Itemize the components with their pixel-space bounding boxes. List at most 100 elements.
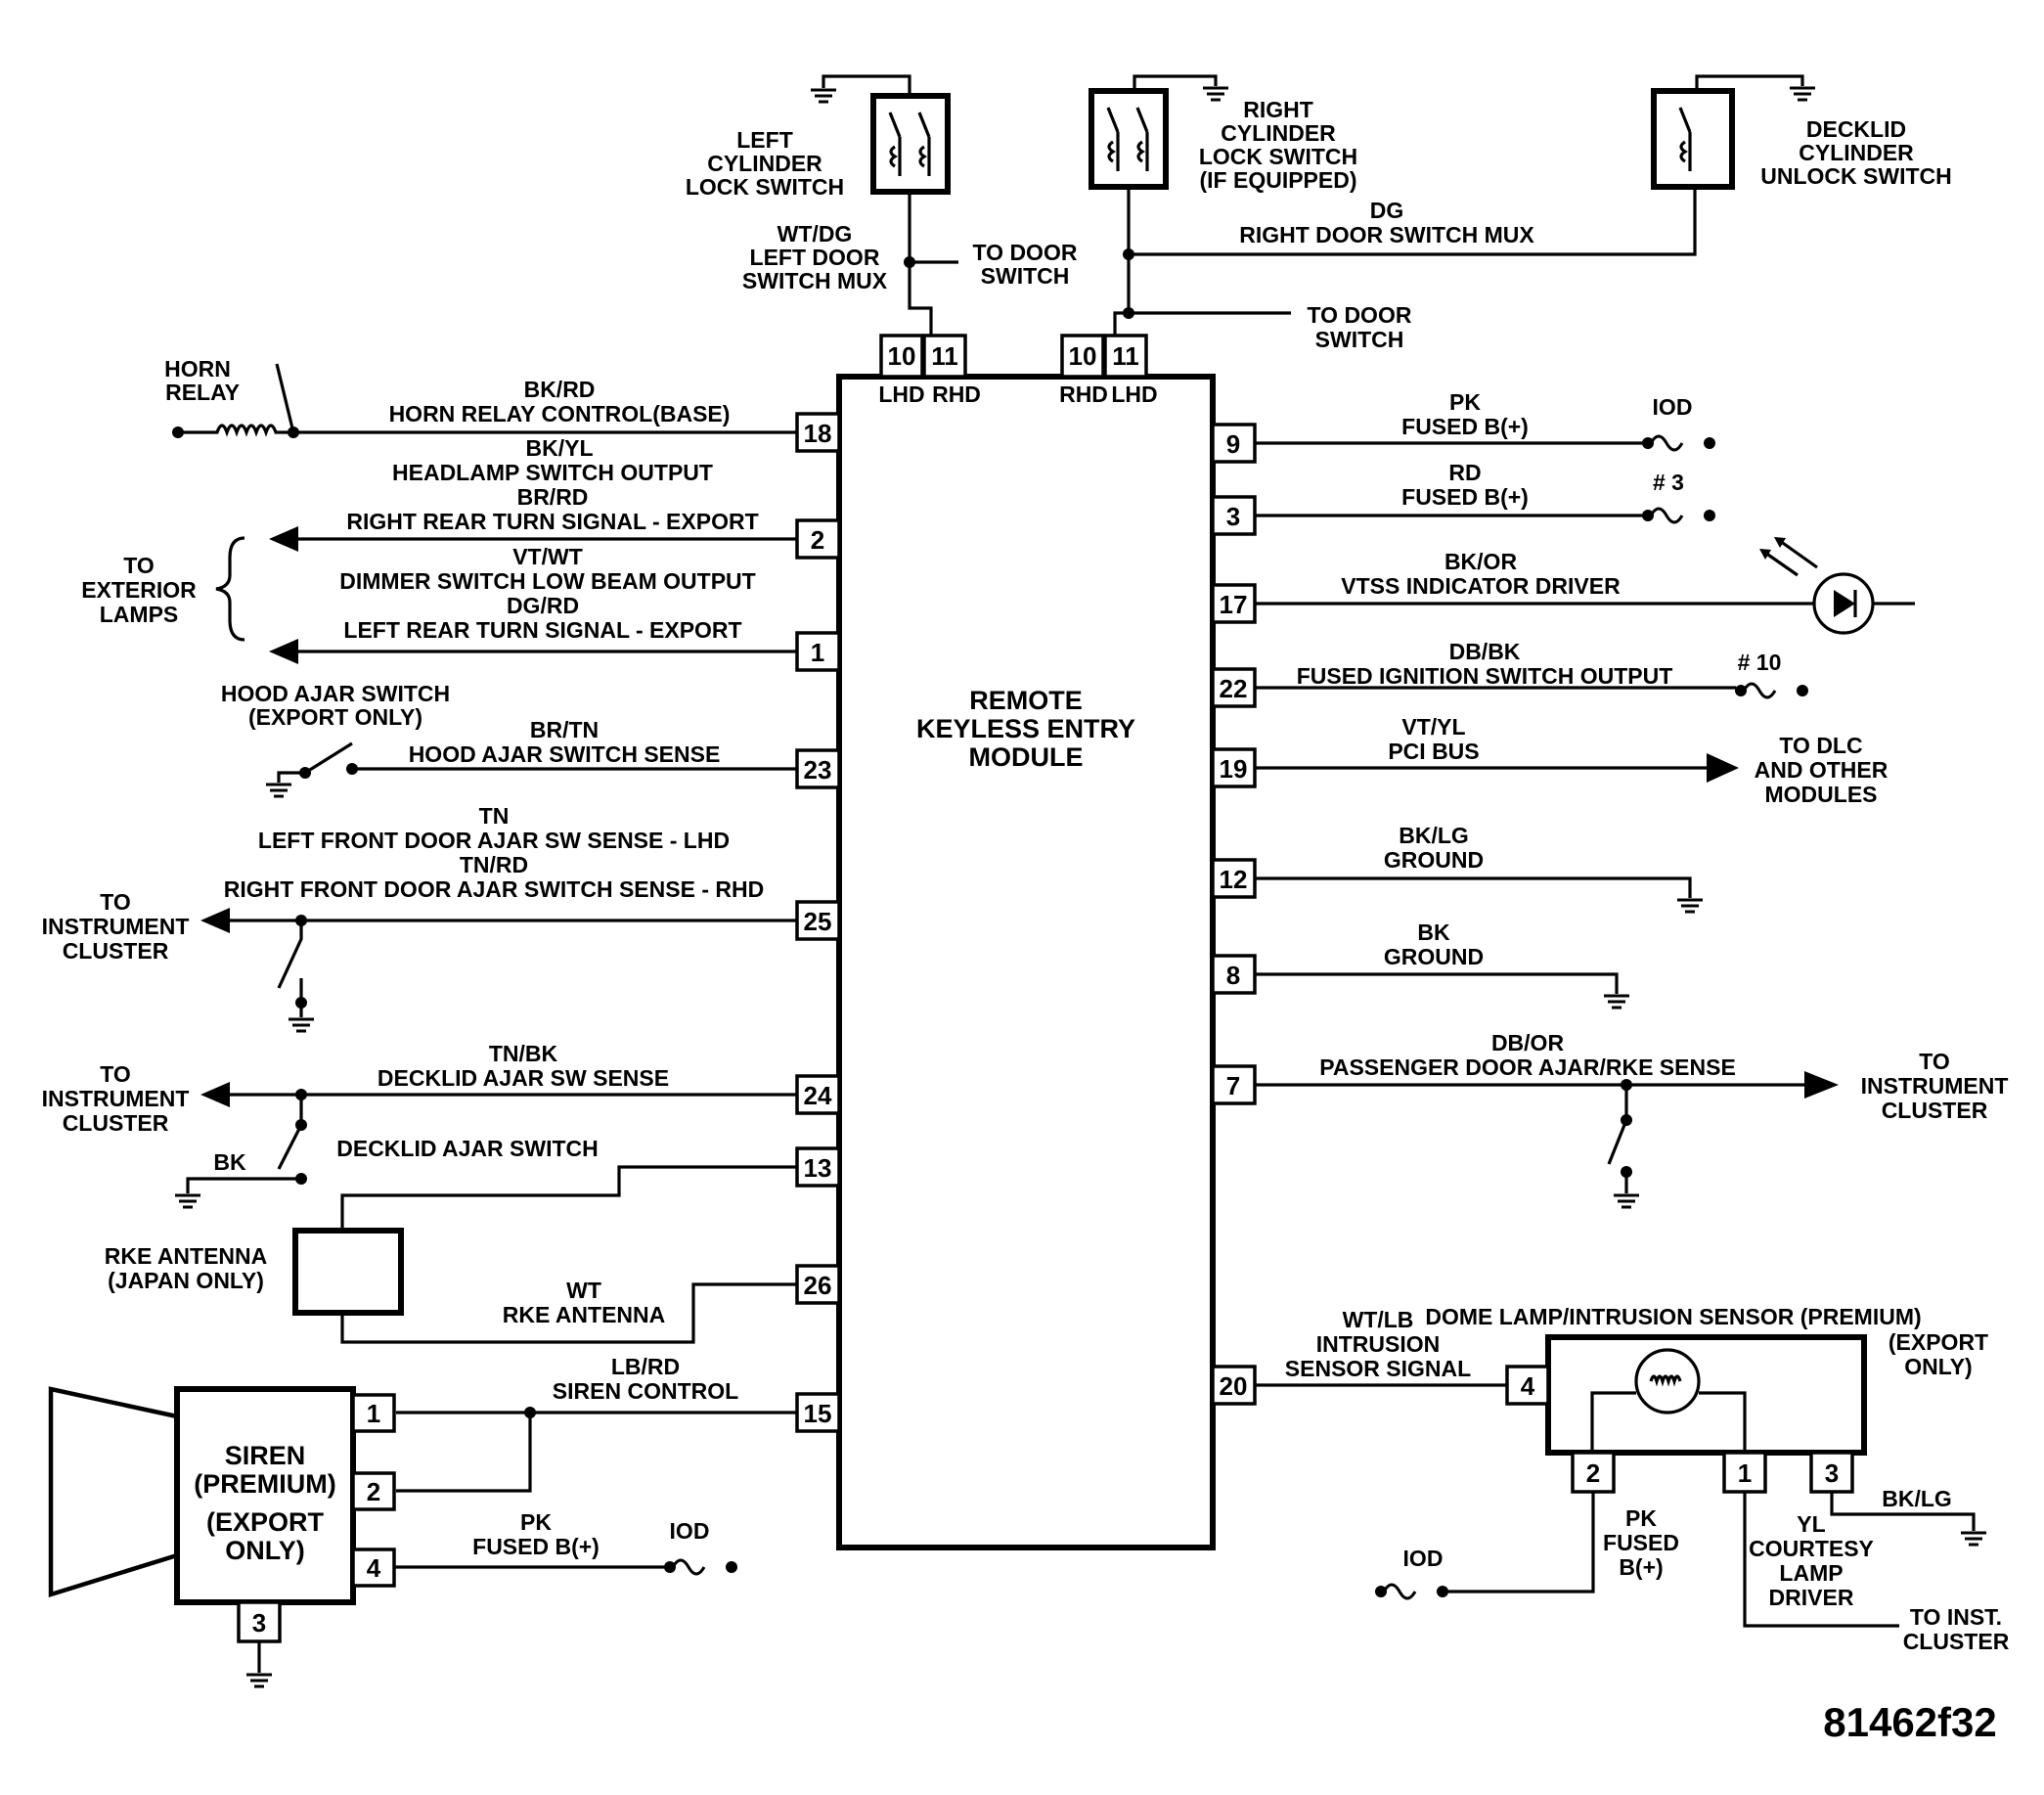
wire-desc: RKE ANTENNA (503, 1302, 666, 1327)
label: DOME LAMP/INTRUSION SENSOR (PREMIUM) (1425, 1304, 1921, 1329)
module-title: MODULE (969, 742, 1084, 772)
label: DECKLID (1806, 116, 1906, 142)
wire-desc: INTRUSION (1316, 1331, 1441, 1357)
pin-number: 19 (1220, 754, 1248, 784)
wire-desc: LAMP (1779, 1560, 1843, 1586)
pin-number: 17 (1220, 590, 1248, 619)
label: CLUSTER (63, 938, 169, 964)
decklid-cylinder-unlock-switch (1651, 74, 1817, 190)
wire-desc: DIMMER SWITCH LOW BEAM OUTPUT (339, 568, 755, 594)
label: (PREMIUM) (194, 1469, 335, 1499)
right-cylinder-lock-switch (1089, 74, 1230, 190)
label: INSTRUMENT (1861, 1073, 2009, 1099)
wire-desc: SIREN CONTROL (553, 1378, 738, 1404)
pin-number: 24 (804, 1081, 832, 1110)
label: TO INST. (1910, 1604, 2002, 1630)
label: CYLINDER (707, 151, 822, 176)
label: TO (100, 889, 131, 915)
label: LEFT DOOR (750, 245, 880, 270)
wire-desc: HEADLAMP SWITCH OUTPUT (392, 460, 713, 485)
wire-color: DB/BK (1449, 639, 1521, 664)
wire-desc: LEFT FRONT DOOR AJAR SW SENSE - LHD (258, 828, 730, 853)
wire-color: TN/RD (460, 852, 528, 877)
vtss-indicator-led (1759, 537, 1875, 635)
wire-desc: FUSED B(+) (1401, 484, 1529, 510)
wire-color: LB/RD (611, 1354, 680, 1379)
wire-desc: SENSOR SIGNAL (1285, 1356, 1471, 1381)
label: BK (213, 1149, 246, 1175)
label: CLUSTER (63, 1110, 169, 1136)
label: TO (123, 553, 155, 578)
connector-right-top: 10 11 RHD LHD (1059, 334, 1158, 407)
module-title: KEYLESS ENTRY (916, 714, 1135, 743)
wire-color: DG/RD (507, 593, 579, 618)
wire-desc: GROUND (1384, 847, 1484, 873)
pin-number: 2 (1586, 1458, 1600, 1488)
label: LOCK SWITCH (686, 174, 844, 200)
svg-text:RHD: RHD (932, 381, 981, 407)
label: TO DOOR (973, 240, 1078, 265)
wire-color: DB/OR (1491, 1030, 1565, 1055)
label: (EXPORT (1888, 1329, 1988, 1355)
wire-color: YL (1797, 1511, 1825, 1537)
wire-desc: PASSENGER DOOR AJAR/RKE SENSE (1319, 1055, 1736, 1080)
label: ONLY) (1904, 1354, 1972, 1379)
wire-color: TN (479, 803, 510, 829)
wire-color: WT/LB (1343, 1307, 1414, 1332)
label: SWITCH (1315, 327, 1404, 352)
label: TO DLC (1779, 733, 1862, 758)
wire-color: VT/WT (512, 544, 583, 569)
wire-color: BK/YL (526, 435, 594, 461)
module-title: REMOTE (969, 686, 1083, 715)
label: UNLOCK SWITCH (1760, 163, 1951, 189)
svg-text:10: 10 (1069, 341, 1097, 371)
label: RIGHT DOOR SWITCH MUX (1239, 222, 1534, 247)
label: TO DOOR (1308, 302, 1412, 328)
siren (48, 1386, 396, 1643)
label: ONLY) (225, 1536, 305, 1565)
wire-color: DG (1370, 198, 1404, 223)
label: RELAY (165, 380, 240, 405)
label: IOD (1403, 1546, 1444, 1571)
label: CLUSTER (1882, 1098, 1988, 1123)
wire-desc: DECKLID AJAR SW SENSE (378, 1065, 669, 1091)
dome-lamp-intrusion-sensor (1505, 1334, 1867, 1494)
pin-number: 9 (1226, 429, 1240, 459)
label: LEFT (736, 127, 793, 153)
pin-number: 4 (1521, 1371, 1535, 1401)
wire-desc: RIGHT FRONT DOOR AJAR SWITCH SENSE - RHD (224, 876, 764, 902)
wire-desc: GROUND (1384, 944, 1484, 969)
svg-text:10: 10 (888, 341, 916, 371)
wire-color: WT/DG (778, 221, 853, 247)
pin-number: 2 (367, 1477, 380, 1506)
pin-number: 18 (804, 419, 832, 448)
wire-color: BK/LG (1882, 1486, 1952, 1511)
wire-desc: DRIVER (1769, 1585, 1854, 1610)
label: # 3 (1653, 470, 1684, 495)
pin-number: 3 (1226, 502, 1240, 531)
pin-number: 25 (804, 907, 832, 936)
label: INSTRUMENT (42, 1086, 190, 1111)
label: HOOD AJAR SWITCH (221, 681, 450, 706)
label: HORN (164, 356, 231, 381)
wire-desc: FUSED B(+) (472, 1534, 600, 1559)
label: LOCK SWITCH (1199, 144, 1357, 169)
wire-color: BK/OR (1444, 549, 1518, 574)
pin-number: 15 (804, 1399, 832, 1428)
wire-color: BR/TN (530, 717, 599, 742)
wire-desc: PCI BUS (1388, 739, 1479, 764)
label: AND OTHER (1755, 757, 1888, 783)
wire-desc: HOOD AJAR SWITCH SENSE (409, 741, 721, 767)
wire-color: BK/RD (524, 377, 596, 402)
pin-number: 1 (811, 638, 824, 667)
wire-color: BR/RD (517, 484, 589, 510)
wire-color: WT (566, 1278, 601, 1303)
pin-number: 1 (367, 1399, 380, 1428)
label: (IF EQUIPPED) (1199, 167, 1356, 193)
pin-number: 26 (804, 1271, 832, 1300)
label: TO (100, 1061, 131, 1087)
svg-text:LHD: LHD (1111, 381, 1157, 407)
pin-number: 4 (367, 1553, 381, 1583)
label: IOD (670, 1518, 710, 1544)
